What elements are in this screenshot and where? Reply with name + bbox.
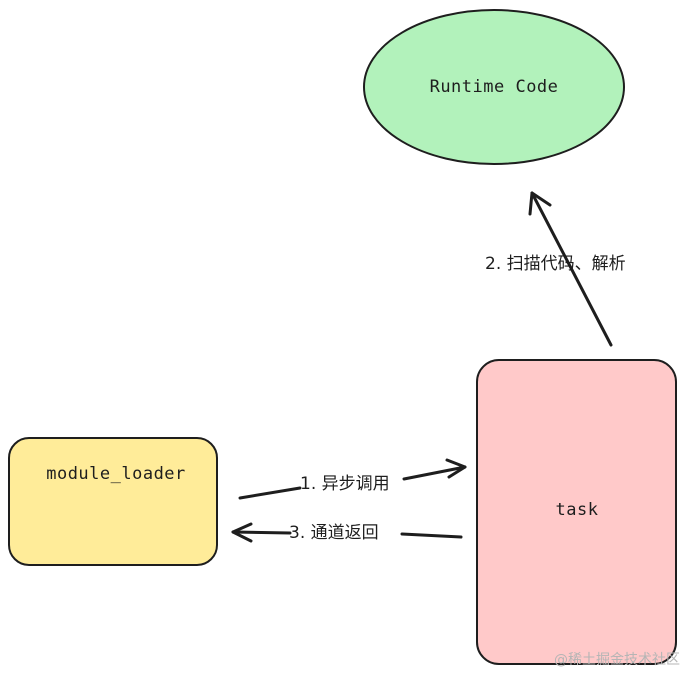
runtime-code-node[interactable]: Runtime Code: [363, 9, 625, 165]
scan-parse-edge: 2. 扫描代码、解析: [485, 191, 626, 347]
task-node[interactable]: task: [476, 359, 677, 665]
channel-return-edge: 3. 通道返回: [231, 522, 463, 543]
channel-return-label: 3. 通道返回: [289, 523, 379, 543]
channel-return-arrow-line-right: [400, 532, 463, 539]
task-label: task: [556, 500, 599, 520]
scan-parse-arrow-line: [530, 191, 613, 347]
runtime-code-shape: [363, 9, 625, 165]
module-loader-shape: [8, 437, 218, 566]
task-shape: [476, 359, 677, 665]
async-call-arrow-line-right: [402, 465, 467, 481]
async-call-edge: 1. 异步调用: [238, 458, 467, 500]
async-call-arrowhead: [445, 458, 467, 479]
module-loader-label: module_loader: [46, 464, 186, 484]
channel-return-arrowhead: [231, 522, 253, 543]
module-loader-node[interactable]: module_loader: [8, 437, 218, 566]
scan-parse-arrowhead: [528, 191, 552, 216]
runtime-code-label: Runtime Code: [430, 77, 559, 97]
watermark-text: @稀土掘金技术社区: [554, 652, 680, 668]
scan-parse-label: 2. 扫描代码、解析: [485, 254, 626, 274]
channel-return-arrow-line-left: [231, 530, 292, 535]
async-call-label: 1. 异步调用: [300, 474, 390, 494]
async-call-arrow-line-left: [238, 486, 302, 500]
